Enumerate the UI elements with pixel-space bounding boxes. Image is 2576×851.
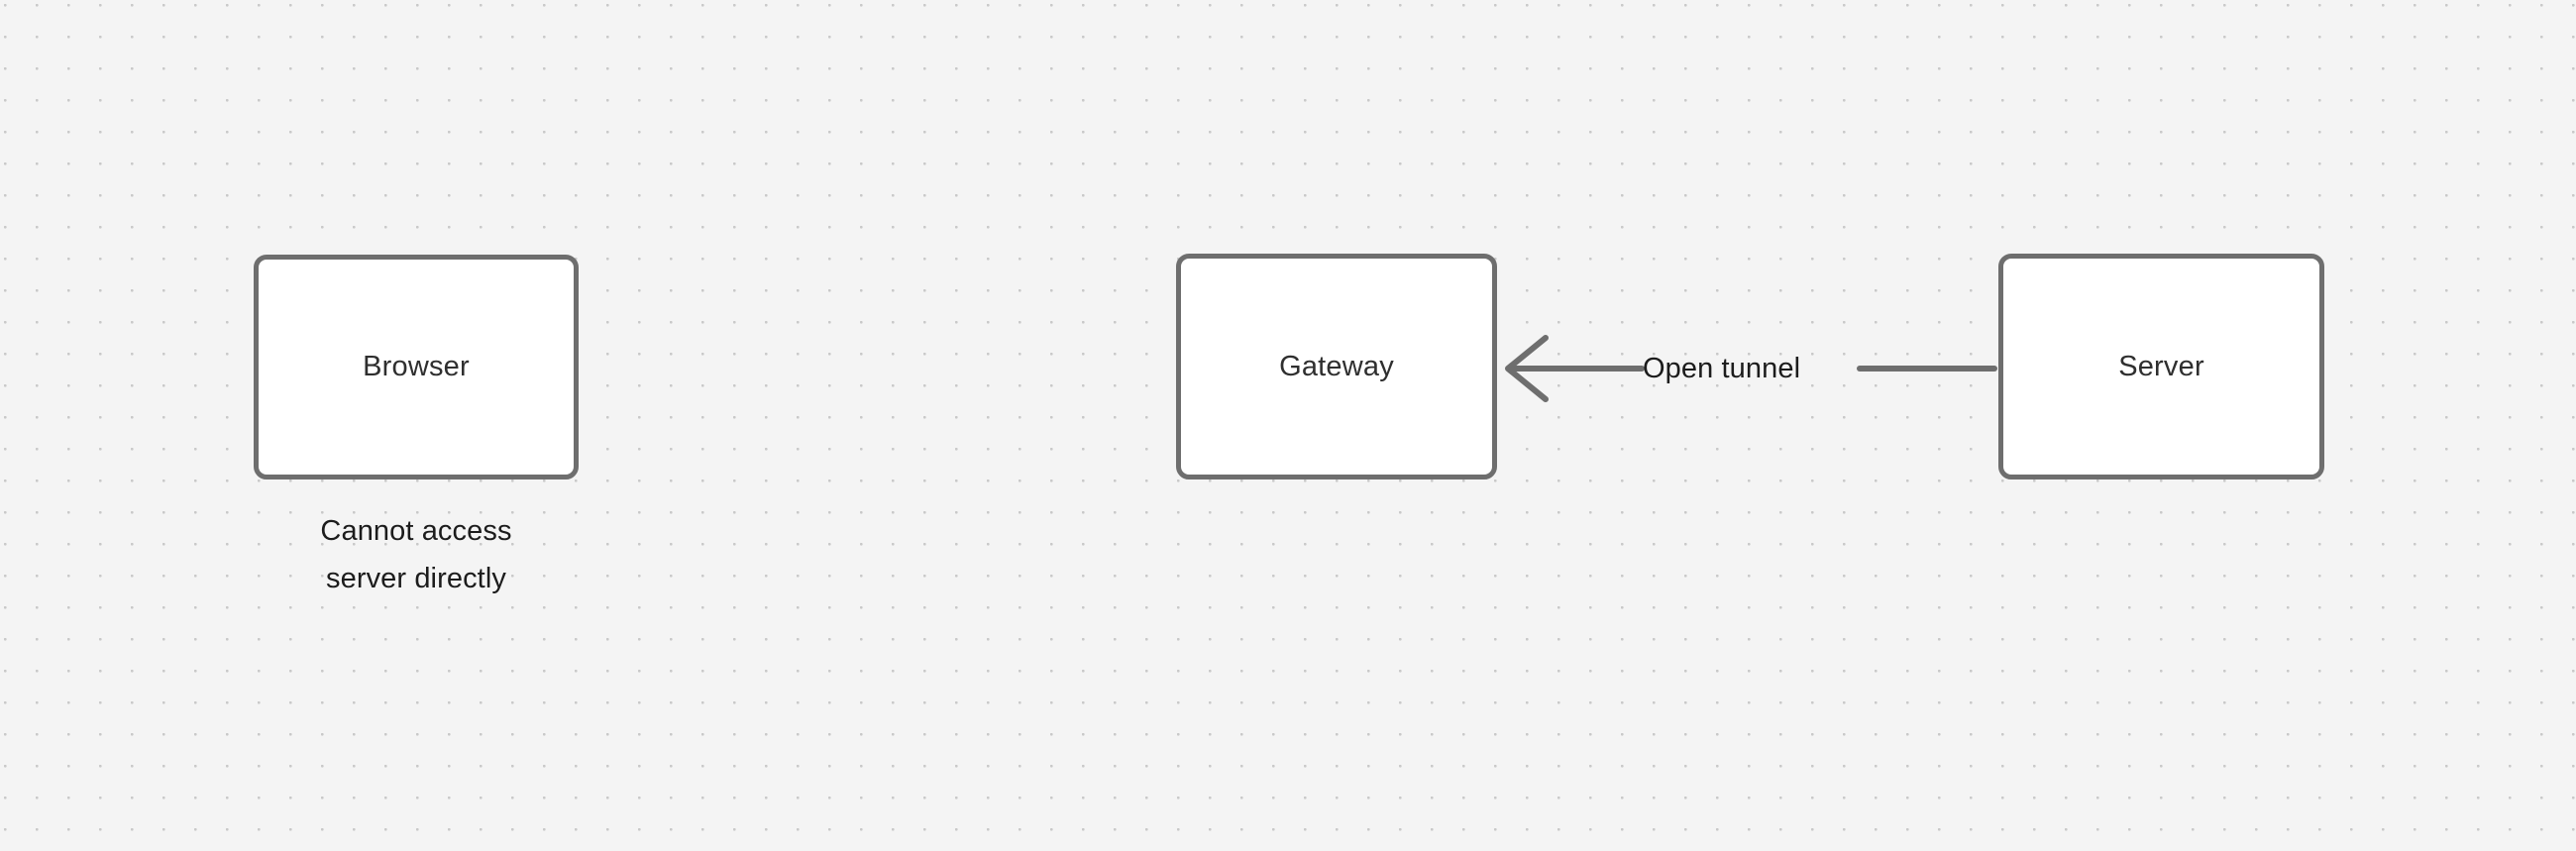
node-browser-label: Browser bbox=[363, 351, 470, 382]
node-browser[interactable]: Browser bbox=[254, 255, 579, 479]
edge-label-open-tunnel: Open tunnel bbox=[1643, 353, 1801, 384]
browser-caption-line-1: Cannot access bbox=[320, 515, 512, 547]
browser-caption: Cannot access server directly bbox=[254, 507, 579, 602]
arrow-left-icon bbox=[1505, 335, 1549, 402]
node-gateway[interactable]: Gateway bbox=[1176, 254, 1497, 479]
node-server-label: Server bbox=[2118, 350, 2204, 382]
node-gateway-label: Gateway bbox=[1279, 350, 1394, 382]
node-server[interactable]: Server bbox=[1998, 254, 2324, 479]
browser-caption-line-2: server directly bbox=[326, 563, 506, 594]
